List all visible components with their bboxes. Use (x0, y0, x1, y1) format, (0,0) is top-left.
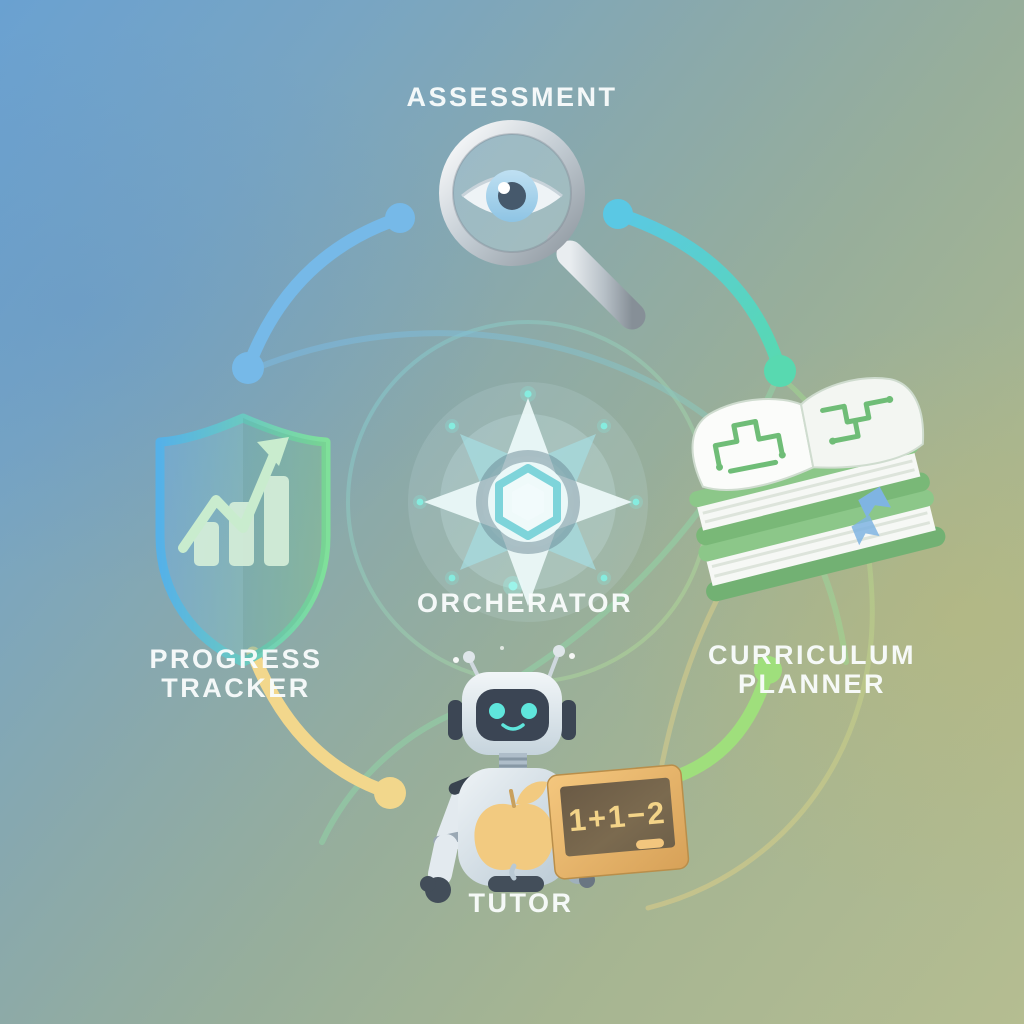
connector-assessment-progress (232, 203, 415, 384)
label-assessment: ASSESSMENT (406, 82, 618, 112)
orchestrator-glow-dots (413, 386, 643, 596)
apple-icon (474, 781, 554, 881)
label-orchestrator: ORCHERATOR (416, 588, 634, 618)
robot-teacher-icon: 1+1−2 (420, 645, 690, 903)
chalkboard: 1+1−2 (546, 764, 690, 880)
robot-ear-right (561, 700, 576, 740)
magnifier-handle (556, 240, 646, 330)
connector-assessment-curriculum (603, 199, 796, 387)
open-book (691, 377, 925, 491)
eye-icon (461, 170, 563, 222)
robot-eye-left (489, 703, 505, 719)
robot-smile (501, 723, 525, 731)
chalk-piece (636, 838, 664, 850)
label-curriculum-planner: CURRICULUM PLANNER (708, 640, 916, 699)
robot-base (488, 876, 544, 892)
circuit-doodles (712, 397, 891, 474)
chalkboard-text: 1+1−2 (567, 795, 668, 838)
bookmark-ribbon (851, 486, 892, 546)
robot-visor (476, 689, 549, 741)
label-progress-tracker: PROGRESS TRACKER (149, 644, 323, 703)
sparkles (453, 646, 575, 663)
book-bottom (698, 489, 946, 602)
robot-neck (499, 753, 527, 771)
connector-progress-tutor (246, 646, 406, 809)
shield-bar-chart-icon (155, 413, 331, 667)
star-hexagon-icon (408, 382, 648, 622)
book-stack-icon (689, 377, 946, 602)
robot-eye-right (521, 703, 537, 719)
robot-ear-left (448, 700, 463, 740)
trend-arrow (178, 437, 289, 553)
magnifier-eye-icon (439, 120, 646, 330)
label-tutor: TUTOR (468, 888, 574, 918)
magnifier-ring (439, 120, 585, 266)
